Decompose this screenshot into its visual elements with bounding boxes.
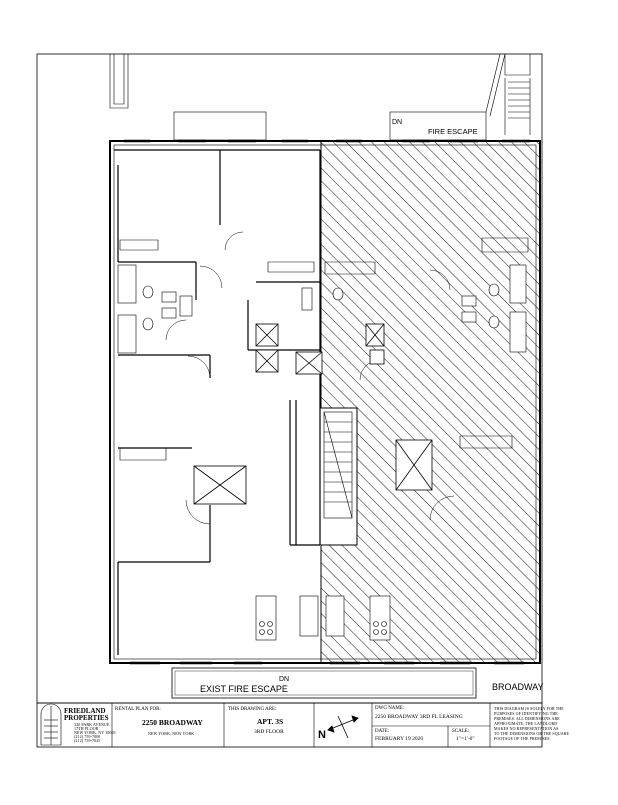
building-walls (109, 140, 541, 664)
main-stair (323, 411, 353, 519)
rental-plan-city: NEW YORK, NEW YORK (148, 731, 195, 736)
kitchen-fixtures (255, 595, 391, 641)
interior-walls (114, 149, 321, 655)
street-label: BROADWAY (492, 682, 544, 692)
scale-value: 1"=1'-0" (456, 736, 475, 742)
exit-fire-escape-label: EXIST FIRE ESCAPE (200, 684, 288, 694)
shafts (193, 323, 433, 505)
company-logo (40, 703, 62, 746)
disclaimer-3: PREMISES. ALL DIMENSIONS ARE (494, 716, 560, 721)
top-stair (504, 78, 531, 135)
hatched-area (320, 140, 541, 664)
disclaimer-4: APPROXIMATE. THE LANDLORD (494, 721, 558, 726)
company-address-1: 320 PARK AVENUE (74, 722, 110, 727)
disclaimer-7: FOOTAGE OF THE PREMISES. (494, 736, 551, 741)
dwg-name-label: DWG NAME: (375, 706, 405, 711)
drawing-label: THIS DRAWING ARE: (228, 707, 277, 712)
dn-label-bottom: DN (279, 676, 289, 683)
north-letter: N (318, 729, 326, 741)
door-swings (165, 231, 455, 525)
date-value: FEBRUARY 19 2020 (375, 736, 424, 742)
company-address-2: 17TH FLOOR (74, 726, 99, 731)
company-address-5: (212) 759-7025 (74, 738, 101, 743)
bath-fixtures-left (117, 264, 193, 354)
north-arrow-icon (327, 715, 359, 739)
bath-fixtures-right (301, 264, 527, 353)
dn-label-top: DN (392, 119, 402, 126)
fire-escape-label: FIRE ESCAPE (428, 127, 478, 136)
disclaimer-2: PURPOSES OF IDENTIFYING THE (494, 711, 558, 716)
disclaimer-1: THIS DIAGRAM IS SOLELY FOR THE (494, 706, 564, 711)
title-block-frame (36, 702, 543, 748)
exit-fire-escape-box (171, 667, 477, 699)
company-address-3: NEW YORK, NY 10065 (74, 730, 116, 735)
company-address-4: (212) 759-7000 (74, 734, 101, 739)
floor-value: 3RD FLOOR (254, 729, 284, 735)
company-name-2: PROPERTIES (64, 714, 109, 722)
disclaimer-5: MAKES NO REPRESENTATION AS (494, 726, 559, 731)
apt-value: APT. 3S (257, 717, 284, 726)
scale-label: SCALE: (452, 729, 470, 734)
rental-plan-label: RENTAL PLAN FOR: (115, 707, 161, 712)
dwg-name-value: 2250 BROADWAY 3RD FL LEASING (375, 714, 463, 720)
disclaimer-6: TO THE DIMENSIONS OR THE SQUARE (494, 731, 569, 736)
company-name-1: FRIEDLAND (64, 707, 106, 715)
closets (119, 237, 529, 461)
date-label: DATE: (375, 729, 390, 734)
rental-plan-value: 2250 BROADWAY (142, 718, 203, 727)
